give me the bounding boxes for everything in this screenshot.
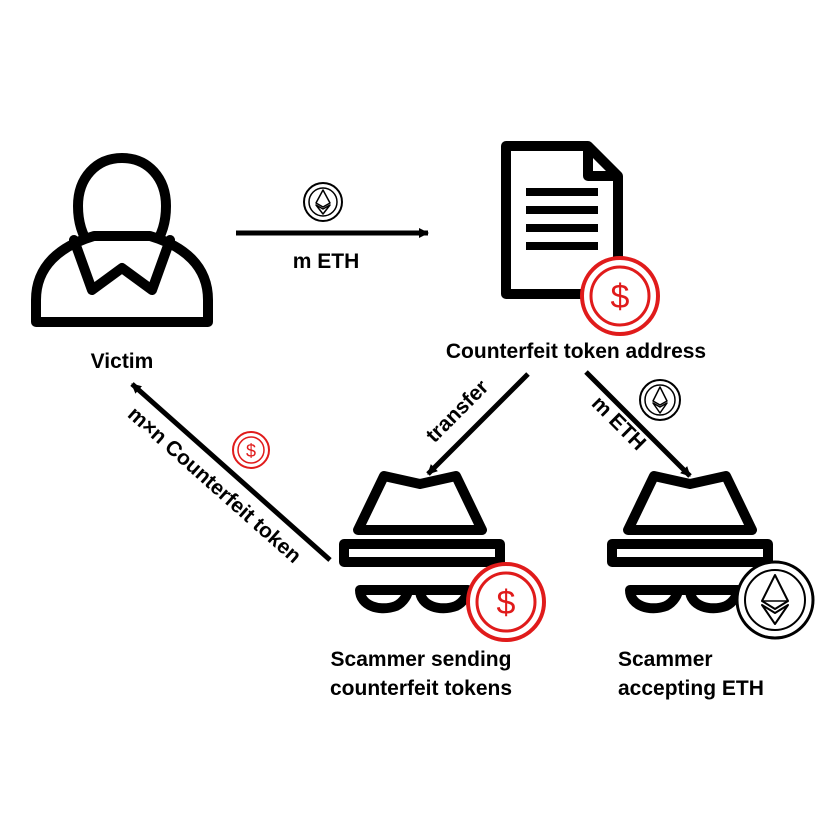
spy-hat-glasses-icon bbox=[607, 471, 773, 614]
edge-contract-to-receiver: m ETH bbox=[584, 370, 692, 478]
scammer-sender-label-line1: Scammer sending bbox=[331, 648, 512, 671]
svg-text:$: $ bbox=[497, 584, 516, 622]
scammer-sender-node: $ Scammer sending counterfeit tokens bbox=[330, 471, 546, 700]
edge-label-sender-to-victim: m×n Counterfeit token bbox=[123, 402, 305, 568]
dollar-coin-icon: $ bbox=[232, 431, 270, 469]
svg-text:$: $ bbox=[611, 278, 630, 316]
edge-sender-to-victim: $ m×n Counterfeit token bbox=[123, 382, 332, 568]
dollar-coin-icon: $ bbox=[466, 562, 546, 642]
contract-label: Counterfeit token address bbox=[446, 340, 706, 363]
scammer-receiver-label-line1: Scammer bbox=[618, 648, 713, 671]
person-icon bbox=[31, 153, 213, 327]
ethereum-coin-icon bbox=[303, 182, 343, 222]
edge-victim-to-contract: m ETH bbox=[236, 182, 429, 273]
arrow-sender-to-victim bbox=[130, 382, 332, 562]
document-icon bbox=[501, 141, 623, 299]
arrow-contract-to-receiver bbox=[584, 370, 692, 478]
scammer-sender-label-line2: counterfeit tokens bbox=[330, 677, 512, 700]
ethereum-coin-icon bbox=[735, 560, 815, 640]
svg-text:$: $ bbox=[246, 441, 256, 461]
dollar-coin-icon: $ bbox=[580, 256, 660, 336]
ethereum-coin-icon bbox=[639, 379, 681, 421]
spy-hat-glasses-icon bbox=[339, 471, 505, 614]
edge-contract-to-sender: transfer bbox=[422, 372, 530, 476]
edge-label-contract-to-sender: transfer bbox=[422, 376, 494, 448]
scammer-receiver-label-line2: accepting ETH bbox=[618, 677, 764, 700]
arrow-contract-to-sender bbox=[426, 372, 530, 476]
contract-node: $ Counterfeit token address bbox=[446, 141, 706, 363]
scammer-receiver-node: Scammer accepting ETH bbox=[607, 471, 815, 700]
victim-node: Victim bbox=[31, 153, 213, 373]
victim-label: Victim bbox=[91, 350, 154, 373]
edge-label-victim-to-contract: m ETH bbox=[293, 250, 360, 273]
